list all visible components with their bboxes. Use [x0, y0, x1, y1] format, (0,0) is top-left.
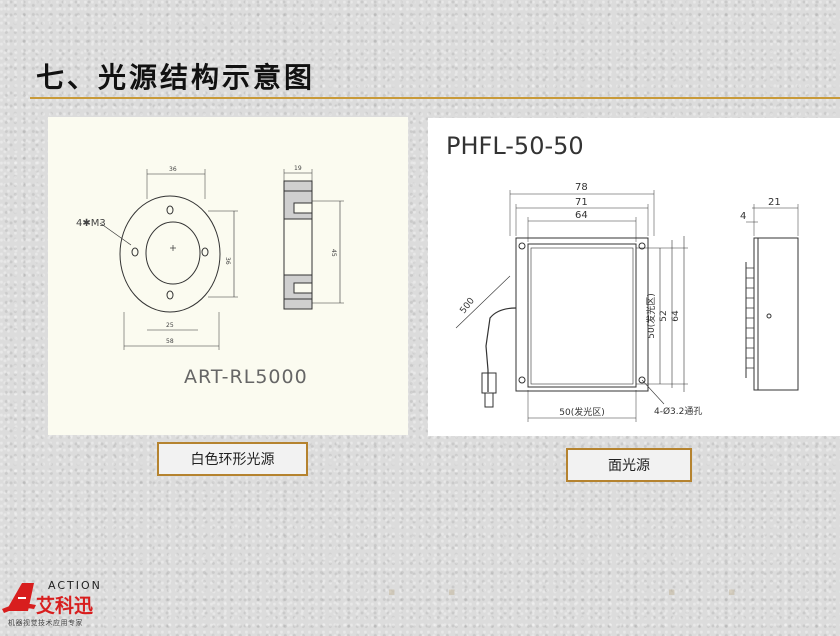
- logo-tagline: 机器视觉技术应用专家: [8, 618, 83, 627]
- dim-50-emitting-side: 50(发光区): [645, 293, 657, 338]
- dim-64-side: 64: [671, 310, 681, 322]
- logo-name: 艾科迅: [36, 594, 93, 617]
- dim-21: 21: [768, 197, 781, 208]
- decor-mark: ▪: [668, 585, 676, 598]
- dim-50-emitting-bottom: 50(发光区): [559, 406, 604, 418]
- dim-58: 58: [166, 338, 174, 345]
- dim-64-top: 64: [575, 210, 588, 221]
- dim-36-top: 36: [169, 166, 177, 173]
- panel-emitting-area: [527, 243, 637, 388]
- corner-hole-bl: [518, 376, 526, 384]
- dim-36-side: 36: [224, 257, 231, 265]
- panel-body-outline: [515, 237, 649, 392]
- logo-word: ACTION: [48, 579, 102, 592]
- dim-4: 4: [740, 211, 746, 222]
- ring-light-caption: 白色环形光源: [157, 442, 308, 476]
- dim-52: 52: [659, 310, 669, 321]
- dim-71: 71: [575, 197, 588, 208]
- ring-outer-outline: [119, 195, 221, 313]
- company-logo: ACTION 艾科迅 机器视觉技术应用专家: [0, 575, 120, 632]
- corner-hole-tr: [638, 242, 646, 250]
- ring-inner-outline: [145, 221, 201, 285]
- dim-500: 500: [458, 296, 477, 316]
- decor-mark: ▪: [728, 585, 736, 598]
- through-holes-label: 4-Ø3.2通孔: [654, 406, 702, 417]
- ring-model-label: ART-RL5000: [184, 366, 308, 388]
- ring-light-drawing-panel: 4✱M3 36 36 25 58 19 45 ART-RL5000: [48, 117, 408, 435]
- ring-light-drawing: 4✱M3 36 36 25 58 19 45 ART-RL5000: [76, 165, 344, 388]
- corner-hole-tl: [518, 242, 526, 250]
- dim-25: 25: [166, 322, 174, 329]
- slide-title: 七、光源结构示意图: [36, 61, 316, 94]
- decor-mark: ▪: [388, 585, 396, 598]
- panel-model-label: PHFL-50-50: [446, 132, 584, 160]
- panel-light-caption: 面光源: [566, 448, 692, 482]
- dim-45: 45: [330, 249, 337, 257]
- decor-mark: ▪: [448, 585, 456, 598]
- mount-hole-top: [166, 205, 174, 215]
- panel-light-drawing-panel: PHFL-50-50: [428, 118, 840, 436]
- mount-hole-left: [131, 247, 139, 257]
- dim-78: 78: [575, 182, 588, 193]
- panel-side-profile: [753, 237, 799, 391]
- dim-19: 19: [294, 165, 302, 172]
- hole-spec-label: 4✱M3: [76, 218, 106, 229]
- title-divider: [30, 97, 840, 99]
- corner-hole-br: [638, 376, 646, 384]
- mount-hole-bottom: [166, 290, 174, 300]
- panel-light-drawing: PHFL-50-50: [446, 132, 799, 422]
- mount-hole-right: [201, 247, 209, 257]
